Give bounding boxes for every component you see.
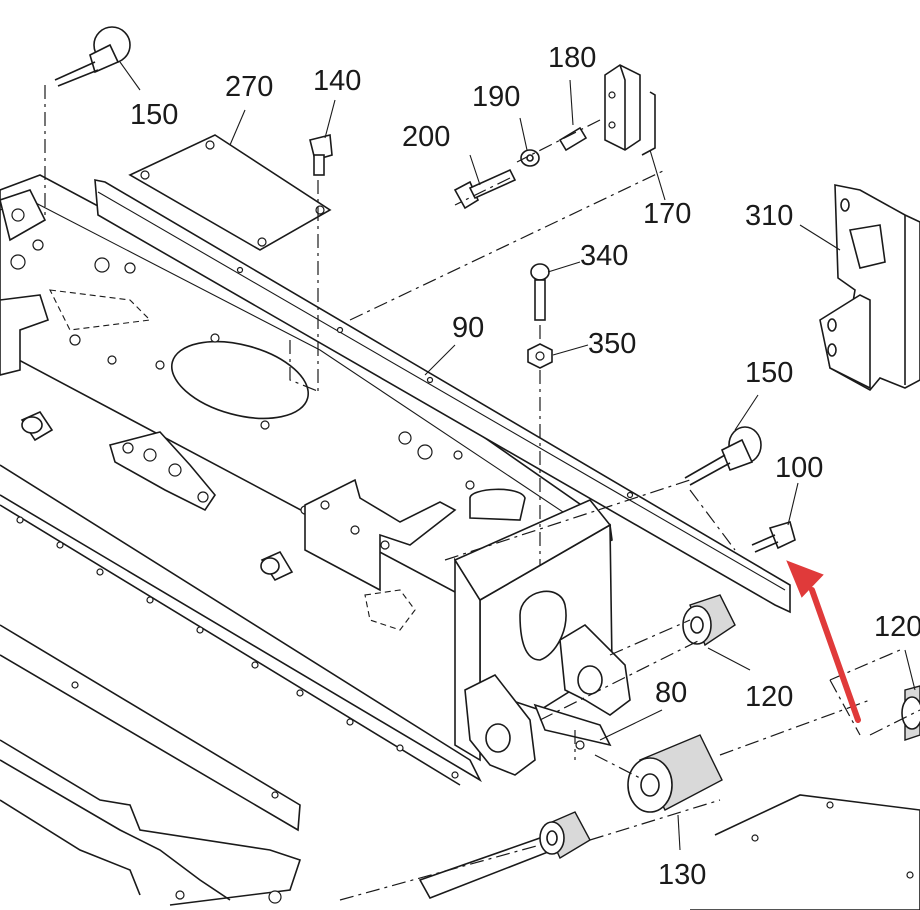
callout-200: 200 [402, 121, 450, 153]
bolt-200 [453, 168, 517, 210]
callout-170: 170 [643, 198, 691, 230]
stud-150b [684, 426, 762, 486]
gear-housing [304, 478, 631, 776]
bushing-120b [901, 685, 920, 741]
nut-350 [527, 343, 553, 369]
assembly-lines [44, 85, 920, 901]
callout-120-right: 120 [874, 611, 920, 643]
callout-labels: 150 270 140 180 190 200 170 310 340 350 … [130, 42, 920, 891]
bushing-120a [682, 594, 736, 647]
side-rail-90 [94, 179, 791, 614]
shaft [418, 811, 591, 899]
roller-130 [627, 734, 723, 813]
bracket-310 [819, 184, 920, 392]
cover-plate-270 [128, 134, 332, 251]
callout-310: 310 [745, 200, 793, 232]
callout-120-middle: 120 [745, 681, 793, 713]
main-frame [0, 174, 613, 631]
bolt-140 [309, 133, 333, 176]
callout-150-top: 150 [130, 99, 178, 131]
callout-340: 340 [580, 240, 628, 272]
screw-100 [751, 520, 796, 553]
callout-100: 100 [775, 452, 823, 484]
bolt-340 [530, 263, 550, 321]
washer-190 [520, 149, 540, 167]
callout-350: 350 [588, 328, 636, 360]
bottom-plates [0, 464, 482, 906]
callout-150-right: 150 [745, 357, 793, 389]
stud-150a [54, 26, 131, 87]
callout-190: 190 [472, 81, 520, 113]
callout-270: 270 [225, 71, 273, 103]
callout-140: 140 [313, 65, 361, 97]
block-170 [604, 64, 656, 156]
callout-180: 180 [548, 42, 596, 74]
leader-lines [119, 61, 916, 851]
red-arrow-icon [786, 560, 861, 723]
callout-90: 90 [452, 312, 484, 344]
callout-130: 130 [658, 859, 706, 891]
callout-80: 80 [655, 677, 687, 709]
lower-right-plate [690, 794, 920, 910]
pin-180 [558, 126, 588, 152]
